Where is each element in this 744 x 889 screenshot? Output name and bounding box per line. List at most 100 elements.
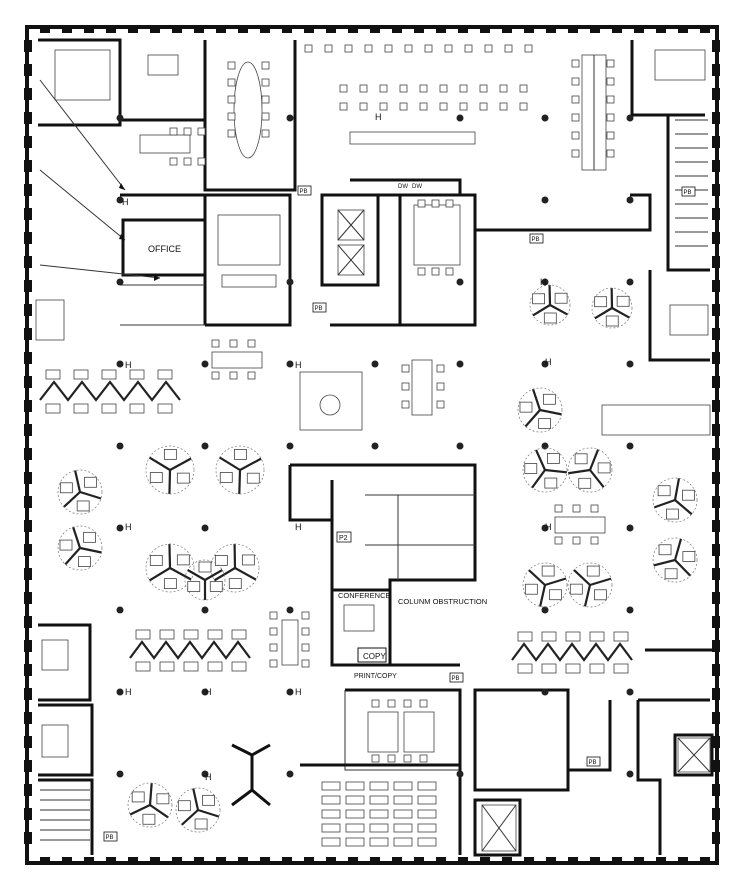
training-desk bbox=[345, 837, 365, 847]
chair bbox=[269, 659, 278, 668]
workstation-desk bbox=[597, 462, 611, 474]
window-mullion bbox=[106, 25, 116, 33]
chair bbox=[404, 44, 413, 53]
chair bbox=[247, 371, 256, 380]
window-mullion bbox=[24, 280, 32, 292]
workstation-desk bbox=[616, 295, 630, 307]
workstation-desk bbox=[129, 403, 145, 414]
chair bbox=[387, 754, 396, 763]
chair bbox=[499, 84, 508, 93]
window-mullion bbox=[24, 784, 32, 796]
chair bbox=[445, 199, 454, 208]
workstation-desk bbox=[163, 578, 177, 589]
structural-column bbox=[626, 770, 634, 778]
workstation-clusters bbox=[39, 284, 698, 833]
window-mullion bbox=[712, 640, 720, 652]
window-mullion bbox=[712, 376, 720, 388]
window-mullion bbox=[634, 25, 644, 33]
chair bbox=[431, 199, 440, 208]
window-mullion bbox=[712, 808, 720, 820]
pb-tag-box bbox=[681, 186, 696, 197]
window-mullion bbox=[414, 25, 424, 33]
chair bbox=[371, 754, 380, 763]
workstation-desk bbox=[73, 403, 89, 414]
workstation-desk bbox=[554, 292, 568, 304]
workstation-desk bbox=[246, 472, 260, 484]
window-mullion bbox=[24, 544, 32, 556]
window-mullion bbox=[40, 25, 50, 33]
chair bbox=[571, 59, 580, 68]
cubicle-arm bbox=[531, 469, 546, 489]
window-mullion bbox=[24, 328, 32, 340]
workstation-desk bbox=[594, 589, 607, 601]
structural-column bbox=[541, 606, 549, 614]
window-mullion bbox=[304, 857, 314, 865]
window-mullion bbox=[712, 352, 720, 364]
window-mullion bbox=[24, 472, 32, 484]
chair bbox=[464, 44, 473, 53]
training-desk bbox=[321, 823, 341, 833]
room-labels: OFFICE CONFERENCE COLUNM OBSTRUCTION COP… bbox=[148, 184, 487, 680]
training-desk bbox=[321, 781, 341, 791]
workstation-desk bbox=[543, 312, 557, 324]
training-desk bbox=[393, 795, 413, 805]
window-mullion bbox=[568, 25, 578, 33]
window-mullion bbox=[128, 857, 138, 865]
cluster-outline bbox=[522, 447, 568, 493]
structural-column bbox=[116, 360, 124, 368]
window-mullion bbox=[24, 424, 32, 436]
chair bbox=[197, 127, 206, 136]
chair bbox=[183, 157, 192, 166]
workstation-desk bbox=[228, 578, 242, 589]
cluster-outline bbox=[567, 447, 613, 493]
chair bbox=[417, 267, 426, 276]
workstation-desk bbox=[163, 449, 177, 460]
cluster-outline bbox=[567, 562, 613, 608]
workstation-desk bbox=[177, 800, 191, 812]
window-mullion bbox=[712, 832, 720, 844]
workstation-desk bbox=[532, 293, 545, 305]
structural-column bbox=[541, 360, 549, 368]
training-desk bbox=[417, 809, 437, 819]
workstation-desk bbox=[589, 631, 605, 642]
window-mullion bbox=[24, 736, 32, 748]
structural-column bbox=[116, 770, 124, 778]
workstation-desk bbox=[183, 661, 199, 672]
workstation-desk bbox=[565, 663, 581, 674]
cubicle-arm bbox=[588, 449, 600, 471]
training-desk bbox=[321, 795, 341, 805]
chair bbox=[436, 364, 445, 373]
workstation-desk bbox=[657, 485, 671, 497]
training-desk bbox=[393, 823, 413, 833]
workstation-desk bbox=[183, 629, 199, 640]
window-mullion bbox=[712, 232, 720, 244]
print-copy-label: PRINT/COPY bbox=[354, 673, 397, 680]
window-mullion bbox=[150, 25, 160, 33]
cubicle-arm bbox=[524, 409, 541, 428]
workstation-desk bbox=[241, 554, 255, 566]
cubicle-arm bbox=[544, 468, 567, 474]
cubicle-arm bbox=[539, 584, 547, 607]
cubicle-arm bbox=[573, 569, 591, 586]
chair bbox=[261, 129, 270, 138]
cubicle-arm bbox=[63, 491, 81, 508]
chair bbox=[436, 382, 445, 391]
window-mullion bbox=[24, 640, 32, 652]
chair bbox=[301, 659, 310, 668]
workstation-desk bbox=[231, 629, 247, 640]
elevator-shafts bbox=[337, 209, 711, 852]
pb-tag-box bbox=[312, 302, 327, 313]
structural-column bbox=[456, 360, 464, 368]
h-marker: H bbox=[375, 112, 382, 122]
cubicle-arm bbox=[611, 307, 631, 319]
cubicle-spine bbox=[129, 640, 251, 660]
cubicle-arm bbox=[535, 449, 547, 471]
pb-tag: PB bbox=[589, 760, 597, 766]
workstation-desk bbox=[59, 539, 73, 551]
training-desk bbox=[417, 795, 437, 805]
cubicle-arm bbox=[544, 577, 567, 587]
h-marker: H bbox=[125, 360, 132, 370]
chair bbox=[169, 157, 178, 166]
cubicle-arm bbox=[674, 499, 693, 516]
window-mullion bbox=[712, 256, 720, 268]
